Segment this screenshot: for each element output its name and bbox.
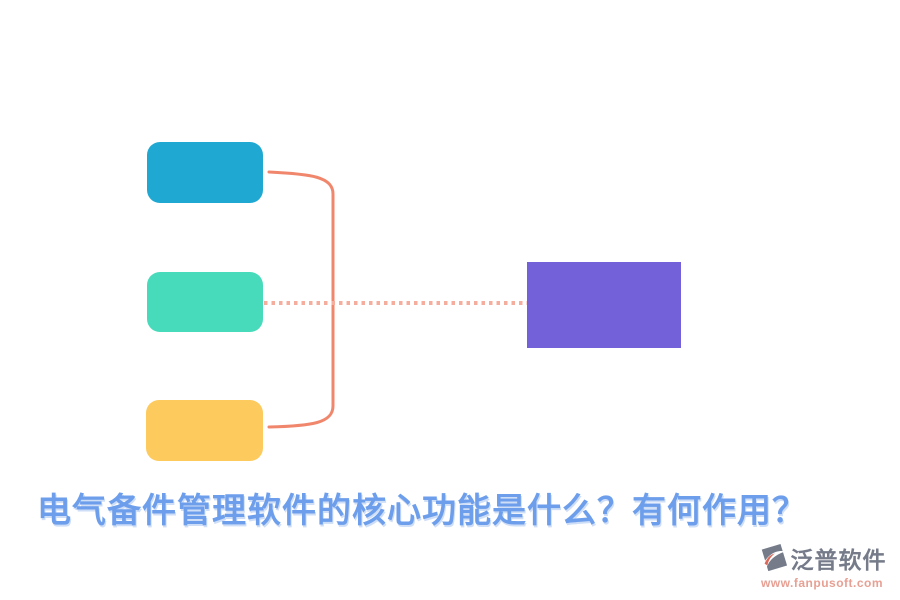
watermark-brand: 泛普软件: [790, 547, 887, 573]
diagram-node-top: [147, 142, 263, 203]
page-title: 电气备件管理软件的核心功能是什么？有何作用？: [37, 492, 807, 530]
watermark-url: www.fanpusoft.com: [760, 576, 884, 590]
diagram-node-root: [527, 262, 681, 348]
diagram-node-middle: [147, 272, 263, 332]
watermark-logo: 泛普软件 www.fanpusoft.com: [756, 541, 888, 590]
fanpu-logo-icon: [758, 543, 788, 573]
connector-bracket: [267, 170, 335, 429]
diagram-node-bottom: [146, 400, 263, 461]
